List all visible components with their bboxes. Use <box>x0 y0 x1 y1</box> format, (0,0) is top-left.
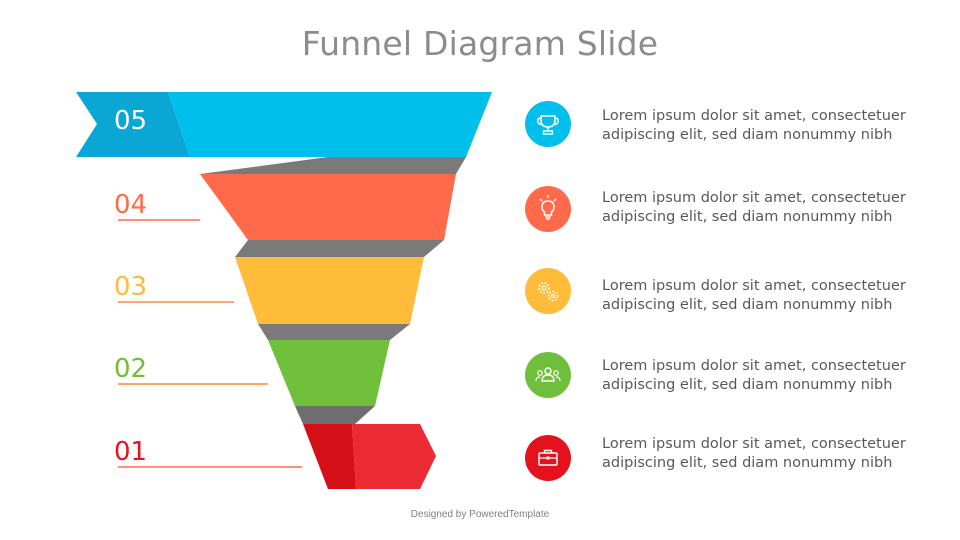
funnel-level-03-band <box>235 257 424 324</box>
level-number-01: 01 <box>114 437 148 467</box>
level-02-description: Lorem ipsum dolor sit amet, consectetuer… <box>602 357 922 395</box>
team-icon <box>525 352 571 398</box>
level-number-03: 03 <box>114 272 148 302</box>
gears-icon <box>525 268 571 314</box>
funnel-level-02-band <box>268 340 390 406</box>
slide-title: Funnel Diagram Slide <box>301 24 659 63</box>
connector-3-2 <box>258 324 410 340</box>
lightbulb-icon <box>525 186 571 232</box>
funnel-level-01-arrow <box>352 424 436 489</box>
level-03-text-line1: Lorem ipsum dolor sit amet, consectetuer <box>602 278 906 294</box>
level-01-text-line1: Lorem ipsum dolor sit amet, consectetuer <box>602 436 906 452</box>
connector-4-3 <box>235 240 444 257</box>
funnel-level-05-band <box>168 92 492 157</box>
level-number-04: 04 <box>114 190 148 220</box>
funnel-level-01-left <box>303 424 356 489</box>
level-04-text-line2: adipiscing elit, sed diam nonummy nibh <box>602 209 893 225</box>
connector-5-4 <box>200 157 466 174</box>
level-05-text-line1: Lorem ipsum dolor sit amet, consectetuer <box>602 108 906 124</box>
level-01-text-line2: adipiscing elit, sed diam nonummy nibh <box>602 455 893 471</box>
level-number-02: 02 <box>114 354 148 384</box>
level-05-text-line2: adipiscing elit, sed diam nonummy nibh <box>602 127 893 143</box>
level-03-text-line2: adipiscing elit, sed diam nonummy nibh <box>602 297 893 313</box>
level-01-description: Lorem ipsum dolor sit amet, consectetuer… <box>602 435 922 473</box>
level-02-text-line1: Lorem ipsum dolor sit amet, consectetuer <box>602 358 906 374</box>
briefcase-icon <box>525 435 571 481</box>
connector-2-1 <box>295 406 375 424</box>
level-05-description: Lorem ipsum dolor sit amet, consectetuer… <box>602 107 922 145</box>
level-04-text-line1: Lorem ipsum dolor sit amet, consectetuer <box>602 190 906 206</box>
trophy-icon <box>525 101 571 147</box>
funnel-level-04-band <box>200 174 456 240</box>
level-number-05: 05 <box>114 106 148 136</box>
level-02-text-line2: adipiscing elit, sed diam nonummy nibh <box>602 377 893 393</box>
footer-credit: Designed by PoweredTemplate <box>410 509 550 520</box>
level-03-description: Lorem ipsum dolor sit amet, consectetuer… <box>602 277 922 315</box>
level-04-description: Lorem ipsum dolor sit amet, consectetuer… <box>602 189 922 227</box>
funnel-level-05-tail <box>76 92 190 157</box>
